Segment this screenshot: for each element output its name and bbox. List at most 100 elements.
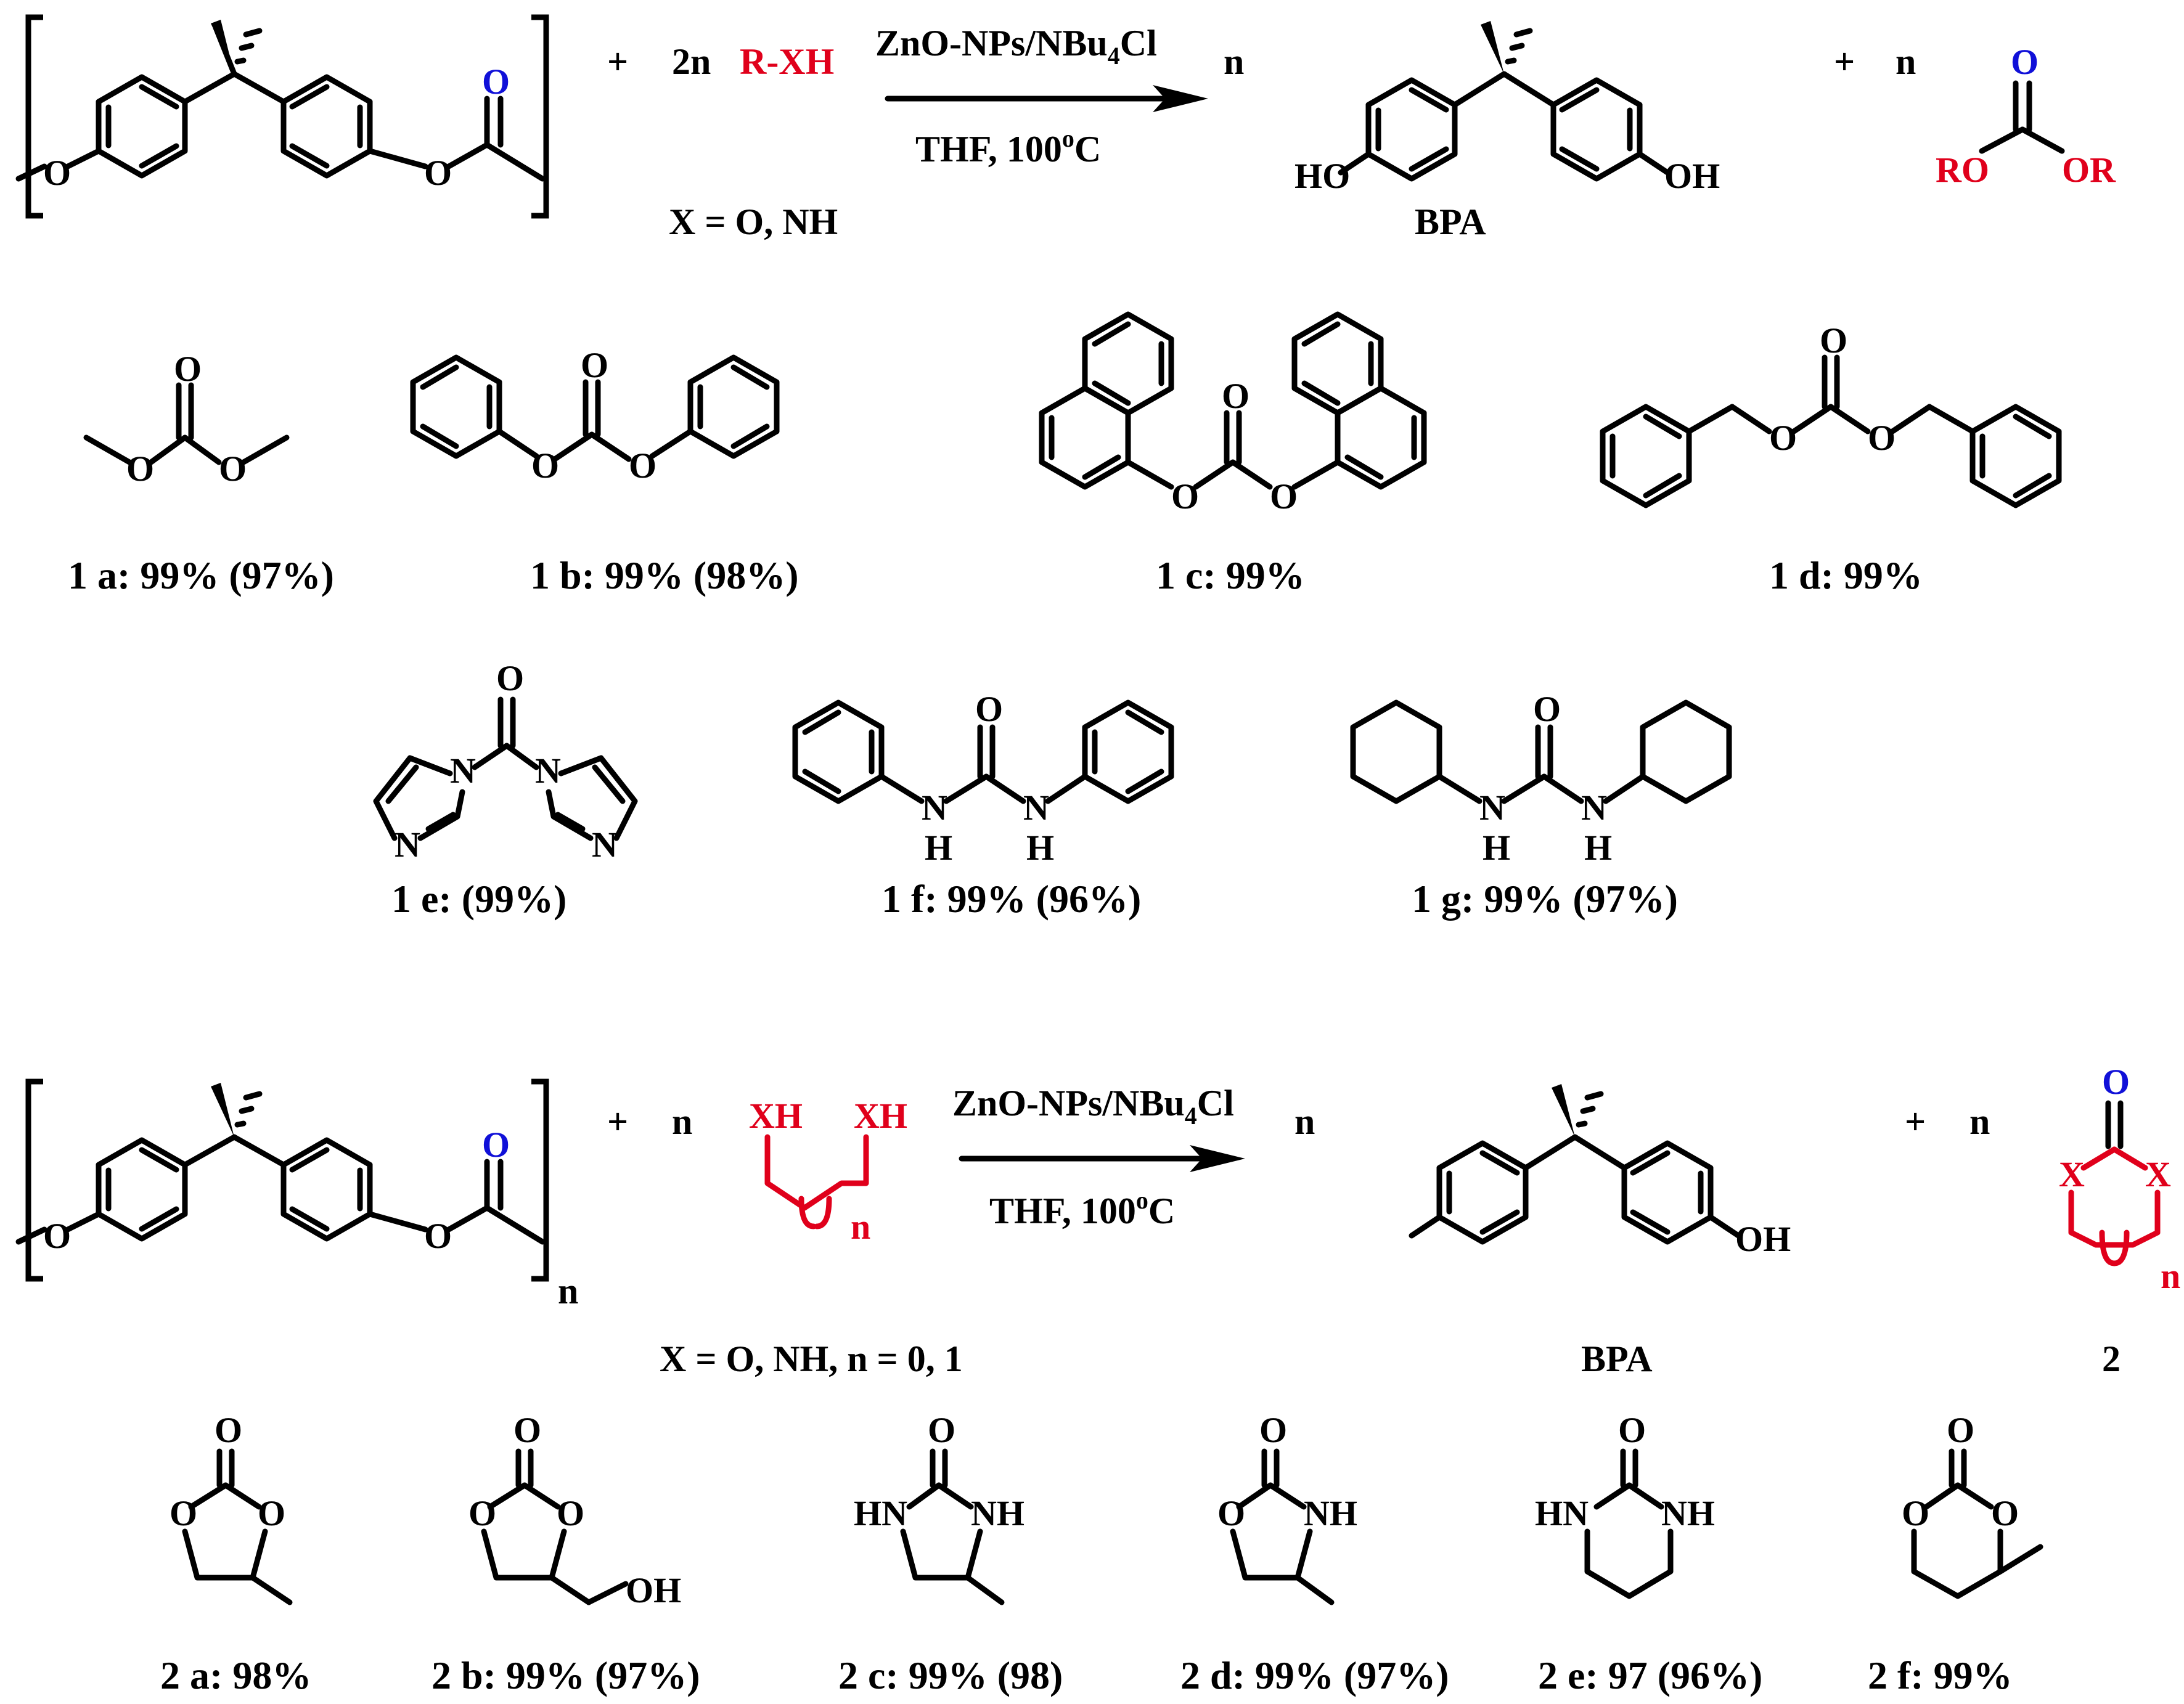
svg-text:OH: OH [1664, 156, 1720, 196]
svg-text:X: X [2059, 1154, 2085, 1194]
conditions-label: THF, 100oC [915, 124, 1101, 169]
svg-text:N: N [450, 751, 476, 791]
svg-text:XH: XH [854, 1096, 907, 1136]
svg-text:O: O [468, 1493, 496, 1533]
label-1c: 1 c: 99% [1156, 553, 1305, 597]
svg-text:O: O [928, 1410, 955, 1450]
svg-text:H: H [1483, 828, 1510, 868]
label-1f: 1 f: 99% (96%) [881, 877, 1141, 921]
x-definition: X = O, NH [669, 202, 838, 242]
svg-text:H: H [1026, 828, 1054, 868]
right-bracket [531, 14, 549, 219]
structure-1d: O O O [1600, 320, 2062, 508]
coefficient-n: n [1896, 41, 1916, 82]
svg-text:O: O [531, 446, 559, 486]
generic-carbonate-product: O RO OR [1936, 42, 2116, 190]
label-1a: 1 a: 99% (97%) [68, 553, 334, 597]
svg-text:N: N [1479, 788, 1505, 828]
svg-text:HN: HN [854, 1493, 907, 1533]
svg-text:NH: NH [971, 1493, 1025, 1533]
atom-o: O [424, 153, 452, 193]
svg-text:H: H [1584, 828, 1612, 868]
svg-text:HN: HN [1535, 1493, 1589, 1533]
label-1g: 1 g: 99% (97%) [1412, 877, 1678, 921]
structure-1g: N H O N H [1350, 689, 1732, 868]
svg-text:O: O [2011, 42, 2039, 82]
svg-text:O: O [1902, 1493, 1929, 1533]
plus-sign: + [607, 41, 628, 82]
svg-text:O: O [126, 449, 154, 489]
svg-text:NH: NH [1304, 1493, 1357, 1533]
plus-sign: + [1905, 1101, 1926, 1142]
svg-text:RO: RO [1936, 150, 1989, 190]
structure-1a: O O O [83, 349, 290, 489]
label-2b: 2 b: 99% (97%) [431, 1653, 700, 1697]
svg-text:O: O [482, 1125, 510, 1165]
svg-text:O: O [174, 349, 202, 389]
label-2d: 2 d: 99% (97%) [1180, 1653, 1449, 1697]
scheme2-polymer: n O O O [15, 1078, 578, 1311]
svg-text:O: O [557, 1493, 584, 1533]
svg-text:H: H [925, 828, 952, 868]
svg-text:O: O [1533, 689, 1561, 729]
product-2-label: 2 [2102, 1339, 2121, 1379]
label-2c: 2 c: 99% (98) [838, 1653, 1063, 1697]
coefficient-n: n [1969, 1101, 1990, 1142]
svg-text:O: O [2102, 1062, 2130, 1102]
svg-text:O: O [1868, 418, 1896, 458]
svg-text:O: O [629, 446, 656, 486]
coefficient-n: n [1294, 1101, 1315, 1142]
svg-text:O: O [1171, 476, 1199, 516]
label-1b: 1 b: 99% (98%) [530, 553, 799, 597]
coefficient-n: n [1224, 41, 1244, 82]
left-bracket [25, 14, 43, 219]
bpa-structure-2: OH [1409, 1084, 1791, 1259]
atom-o: O [43, 153, 71, 193]
svg-text:O: O [1618, 1410, 1646, 1450]
svg-text:N: N [592, 825, 618, 865]
svg-text:O: O [1217, 1493, 1245, 1533]
x-definition-2: X = O, NH, n = 0, 1 [660, 1339, 963, 1379]
svg-text:XH: XH [749, 1096, 803, 1136]
svg-text:n: n [558, 1271, 578, 1311]
label-2a: 2 a: 98% [160, 1653, 311, 1697]
svg-text:O: O [1991, 1493, 2019, 1533]
bpa-label-1: BPA [1415, 202, 1486, 242]
cyclic-product-2: O X X n [2059, 1062, 2180, 1296]
structure-2b: O O O OH [468, 1410, 681, 1610]
bpa-structure-1: HO OH [1294, 21, 1720, 196]
svg-text:O: O [215, 1410, 242, 1450]
structure-1f: N H O N H [792, 689, 1174, 868]
svg-text:O: O [424, 1216, 452, 1256]
label-2e: 2 e: 97 (96%) [1538, 1653, 1762, 1697]
svg-text:O: O [1820, 320, 1847, 361]
structure-2e: O HN NH [1535, 1410, 1715, 1599]
structure-1b: O O O [410, 345, 780, 486]
svg-text:O: O [258, 1493, 285, 1533]
svg-text:OR: OR [2062, 150, 2116, 190]
svg-text:O: O [1259, 1410, 1287, 1450]
reaction-arrow-2: ZnO-NPs/NBu4Cl THF, 100oC [952, 1083, 1245, 1231]
plus-sign: + [1834, 41, 1855, 82]
structure-2c: O HN NH [854, 1410, 1025, 1605]
svg-text:N: N [1581, 788, 1607, 828]
structure-2f: O O O [1902, 1410, 2043, 1599]
svg-text:NH: NH [1661, 1493, 1715, 1533]
svg-text:O: O [1222, 376, 1249, 416]
reagent-r-xh: R-XH [740, 41, 834, 82]
label-1e: 1 e: (99%) [391, 877, 566, 921]
svg-text:O: O [219, 449, 247, 489]
label-1d: 1 d: 99% [1769, 553, 1923, 597]
scheme1-polymer: O O O [15, 14, 549, 219]
catalyst-label: ZnO-NPs/NBu4Cl [875, 23, 1157, 70]
svg-text:O: O [513, 1410, 541, 1450]
svg-text:N: N [1023, 788, 1049, 828]
svg-text:X: X [2145, 1154, 2171, 1194]
plus-sign: + [607, 1101, 628, 1142]
svg-text:O: O [1947, 1410, 1974, 1450]
svg-text:O: O [170, 1493, 197, 1533]
svg-text:HO: HO [1294, 156, 1350, 196]
svg-text:N: N [922, 788, 947, 828]
label-2f: 2 f: 99% [1868, 1653, 2013, 1697]
